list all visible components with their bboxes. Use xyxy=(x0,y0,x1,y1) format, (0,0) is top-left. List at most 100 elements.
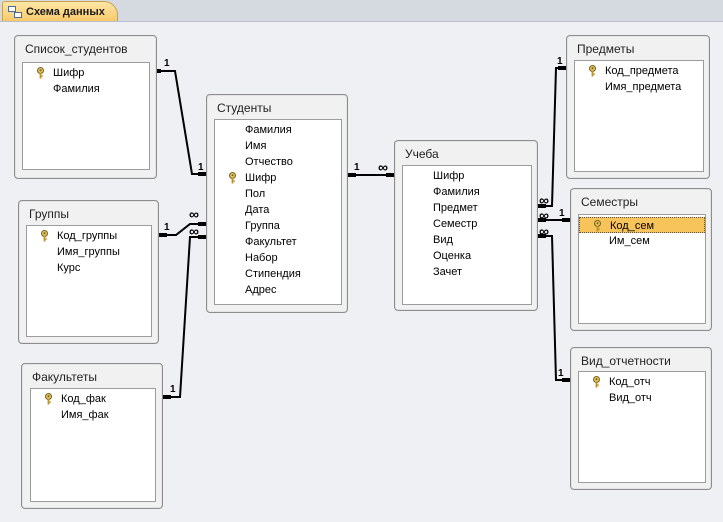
field-row[interactable]: Код_предмета xyxy=(575,63,703,79)
field-row[interactable]: Шифр xyxy=(23,65,149,81)
table-title: Факультеты xyxy=(32,370,97,384)
field-row[interactable]: Адрес xyxy=(215,282,341,298)
field-row[interactable]: Шифр xyxy=(215,170,341,186)
field-row[interactable]: Фамилия xyxy=(215,122,341,138)
field-row[interactable]: Код_фак xyxy=(31,391,155,407)
primary-key-icon xyxy=(588,65,597,77)
field-row[interactable]: Отчество xyxy=(215,154,341,170)
cardinality-many-label: ∞ xyxy=(189,223,199,239)
field-row[interactable]: Набор xyxy=(215,250,341,266)
primary-key-icon xyxy=(593,220,602,232)
field-name: Код_фак xyxy=(61,393,106,405)
field-row[interactable]: Предмет xyxy=(403,200,531,216)
field-name: Имя xyxy=(245,140,267,152)
field-name: Шифр xyxy=(245,172,277,184)
table-title: Вид_отчетности xyxy=(581,354,671,368)
field-name: Код_группы xyxy=(57,230,118,242)
field-name: Фамилия xyxy=(433,186,480,198)
field-row[interactable]: Вид xyxy=(403,232,531,248)
field-name: Адрес xyxy=(245,284,277,296)
field-row[interactable]: Оценка xyxy=(403,248,531,264)
field-name: Дата xyxy=(245,204,270,216)
table-title: Группы xyxy=(29,207,69,221)
field-row[interactable]: Имя_предмета xyxy=(575,79,703,95)
cardinality-one-label: 1 xyxy=(558,368,564,379)
table-title: Учеба xyxy=(405,147,439,161)
field-name: Отчество xyxy=(245,156,293,168)
field-row[interactable]: Им_сем xyxy=(579,233,705,249)
table-title: Список_студентов xyxy=(25,42,128,56)
cardinality-one-label: 1 xyxy=(164,222,170,233)
field-row[interactable]: Шифр xyxy=(403,168,531,184)
field-row[interactable]: Фамилия xyxy=(403,184,531,200)
cardinality-one-label: 1 xyxy=(557,56,563,67)
relationships-icon xyxy=(8,5,22,18)
field-name: Имя_фак xyxy=(61,409,109,421)
tab-data-schema[interactable]: Схема данных xyxy=(2,1,118,21)
field-name: Имя_группы xyxy=(57,246,120,258)
cardinality-many-label: ∞ xyxy=(539,223,549,239)
field-row[interactable]: Имя xyxy=(215,138,341,154)
field-name: Пол xyxy=(245,188,266,200)
field-row[interactable]: Имя_фак xyxy=(31,407,155,423)
field-row[interactable]: Код_сем xyxy=(579,217,705,233)
document-tab-bar: Схема данных xyxy=(0,0,723,22)
field-row[interactable]: Пол xyxy=(215,186,341,202)
cardinality-one-label: 1 xyxy=(170,384,176,395)
field-row[interactable]: Код_отч xyxy=(579,374,705,390)
field-name: Факультет xyxy=(245,236,297,248)
field-name: Вид_отч xyxy=(609,392,652,404)
table-title: Студенты xyxy=(217,101,272,115)
primary-key-icon xyxy=(44,393,53,405)
field-name: Им_сем xyxy=(609,235,650,247)
field-name: Имя_предмета xyxy=(605,81,682,93)
field-row[interactable]: Стипендия xyxy=(215,266,341,282)
field-row[interactable]: Зачет xyxy=(403,264,531,280)
field-name: Фамилия xyxy=(245,124,292,136)
field-name: Семестр xyxy=(433,218,478,230)
field-name: Шифр xyxy=(433,170,465,182)
tab-label: Схема данных xyxy=(26,5,105,18)
primary-key-icon xyxy=(36,67,45,79)
field-row[interactable]: Вид_отч xyxy=(579,390,705,406)
field-row[interactable]: Код_группы xyxy=(27,228,151,244)
field-name: Стипендия xyxy=(245,268,301,280)
field-name: Код_предмета xyxy=(605,65,679,77)
primary-key-icon xyxy=(228,172,237,184)
field-row[interactable]: Семестр xyxy=(403,216,531,232)
table-title: Предметы xyxy=(577,42,635,56)
field-row[interactable]: Факультет xyxy=(215,234,341,250)
cardinality-one-label: 1 xyxy=(354,162,360,173)
field-name: Вид xyxy=(433,234,453,246)
field-name: Курс xyxy=(57,262,81,274)
field-row[interactable]: Курс xyxy=(27,260,151,276)
field-row[interactable]: Фамилия xyxy=(23,81,149,97)
field-name: Код_отч xyxy=(609,376,651,388)
field-name: Зачет xyxy=(433,266,463,278)
field-row[interactable]: Дата xyxy=(215,202,341,218)
field-row[interactable]: Группа xyxy=(215,218,341,234)
field-name: Шифр xyxy=(53,67,85,79)
field-name: Предмет xyxy=(433,202,478,214)
primary-key-icon xyxy=(592,376,601,388)
cardinality-many-label: ∞ xyxy=(189,206,199,222)
field-row[interactable]: Имя_группы xyxy=(27,244,151,260)
cardinality-many-label: ∞ xyxy=(539,207,549,223)
field-name: Оценка xyxy=(433,250,472,262)
